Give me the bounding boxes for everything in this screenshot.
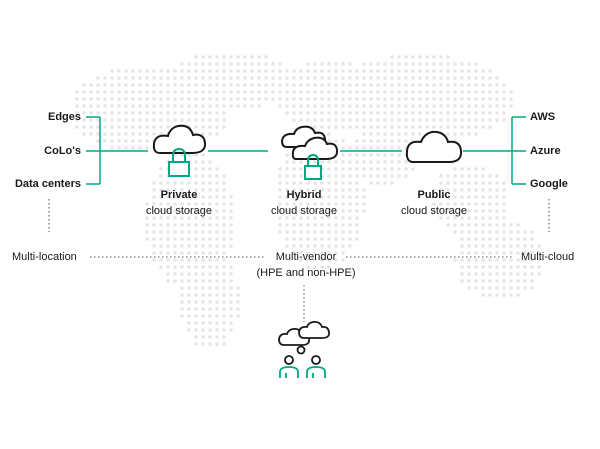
right-bracket [463, 116, 526, 185]
right-item-google: Google [530, 178, 568, 190]
left-item-edges: Edges [47, 111, 81, 123]
multi-vendor-label: Multi-vendor [275, 251, 337, 263]
multi-vendor-note: (HPE and non-HPE) [256, 267, 356, 279]
hybrid-title: Hybrid [286, 189, 322, 201]
world-map-background [75, 55, 541, 346]
cloud-icon [405, 130, 463, 163]
left-bracket [86, 116, 148, 185]
multi-cloud-label: Multi-cloud [521, 251, 575, 263]
right-item-aws: AWS [530, 111, 556, 123]
left-item-colos: CoLo's [44, 145, 81, 157]
people-collaboration-icon [278, 320, 331, 378]
locked-cloud-icon [152, 124, 207, 177]
private-title: Private [160, 189, 198, 201]
private-subtitle: cloud storage [145, 205, 213, 217]
right-item-azure: Azure [530, 145, 561, 157]
dotted-guides [48, 199, 550, 322]
left-item-data-centers: Data centers [14, 178, 81, 190]
public-subtitle: cloud storage [400, 205, 468, 217]
public-title: Public [417, 189, 451, 201]
hybrid-subtitle: cloud storage [270, 205, 338, 217]
multi-location-label: Multi-location [12, 251, 77, 263]
hybrid-clouds-locked-icon [280, 125, 339, 180]
